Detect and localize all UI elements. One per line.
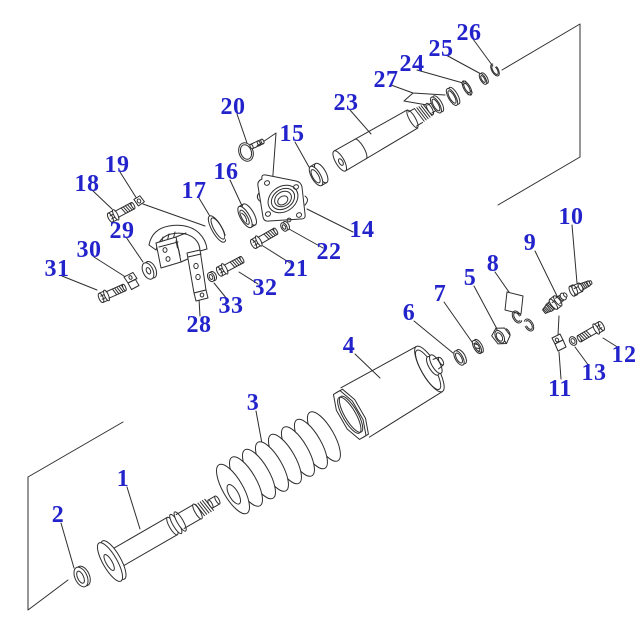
part-label-10: 10 [559,204,584,230]
leader-5 [473,285,498,330]
leader-24 [416,69,464,84]
part-16-seal-bushing [237,203,257,229]
leader-4 [354,353,381,379]
part-15-bushing [308,162,329,187]
leader-26 [472,38,493,66]
part-label-30: 30 [77,237,102,263]
part-label-12: 12 [612,342,637,368]
part-10-fitting [568,280,593,297]
part-6-ring [453,349,467,366]
part-1-rod [96,495,221,582]
part-2-ring [73,565,91,588]
part-label-15: 15 [280,121,305,147]
part-7-lock-washer [471,338,484,355]
leader-33 [213,282,228,300]
part-label-16: 16 [214,159,239,185]
part-label-29: 29 [110,218,135,244]
leader-25 [445,54,482,75]
frame-top-right [497,23,581,206]
leader-7 [443,301,473,343]
part-label-33: 33 [219,293,244,319]
part-19-nut [133,195,145,207]
part-label-5: 5 [464,265,477,291]
part-label-28: 28 [187,312,212,338]
frame-bottom-left [27,421,124,611]
leader-22 [288,228,324,249]
part-24-locknut [461,80,473,96]
part-12-bolt [574,319,607,345]
leader-6 [413,320,454,354]
leader-27 [390,84,446,106]
leader-10 [571,224,578,284]
part-label-11: 11 [548,376,572,402]
leader-13 [574,346,590,367]
leader-23 [349,109,372,135]
part-33-washer [206,271,218,283]
part-25-ring [478,72,489,85]
callout-numbers: 1 2 3 4 5 6 7 8 9 10 11 12 13 14 15 16 1… [45,20,637,528]
leader-lines [60,38,620,569]
leader-14 [306,208,354,233]
part-label-6: 6 [403,300,416,326]
part-30-clip [123,272,140,290]
part-32-bolt [214,253,247,279]
leader-31 [61,275,98,291]
part-20-ring-pin [238,138,265,162]
part-22-washer [280,221,291,232]
part-label-27: 27 [374,67,399,93]
leader-15 [294,141,310,168]
part-14-housing-plate [256,174,308,223]
part-label-31: 31 [45,256,70,282]
leader-32 [238,271,259,285]
part-5-nut [491,327,511,345]
part-label-18: 18 [75,171,100,197]
part-27-rings [430,86,461,114]
part-11-clip [551,333,567,352]
part-label-20: 20 [221,94,246,120]
part-8-split-collar [504,291,535,332]
leader-21 [262,245,291,264]
leader-9 [534,250,558,297]
part-label-26: 26 [457,20,482,46]
leader-16 [229,179,244,209]
part-label-8: 8 [487,251,500,277]
part-label-7: 7 [434,281,447,307]
leader-1 [126,486,141,530]
leader-8 [494,271,512,296]
part-label-9: 9 [524,230,537,256]
leader-12 [602,337,620,349]
leader-17 [198,197,212,219]
part-label-32: 32 [253,275,278,301]
part-17-split-ring [207,215,231,243]
part-4-cylinder [332,345,445,440]
leader-29 [125,236,144,263]
part-3-recoil-spring [216,411,341,515]
part-label-19: 19 [105,152,130,178]
part-label-14: 14 [350,217,375,243]
part-29-washer [141,260,158,280]
leader-19 [119,171,206,227]
leader-18 [91,189,113,210]
part-label-21: 21 [284,256,309,282]
part-28-bracket [148,224,209,302]
part-26-snap-ring [490,62,500,77]
part-13-washer [568,336,578,346]
leader-2 [60,522,75,569]
part-31-bolt [96,281,129,305]
leader-11 [557,315,562,380]
part-label-1: 1 [117,466,130,492]
leader-30 [93,256,125,277]
part-label-24: 24 [400,51,425,77]
part-9-valve-fitting [542,292,568,314]
part-label-17: 17 [182,178,207,204]
part-label-3: 3 [247,390,260,416]
part-label-25: 25 [429,36,454,62]
part-label-13: 13 [582,360,607,386]
part-label-4: 4 [343,333,356,359]
part-label-2: 2 [52,502,65,528]
part-label-23: 23 [334,90,359,116]
part-label-22: 22 [317,239,342,265]
leader-28 [198,298,201,317]
